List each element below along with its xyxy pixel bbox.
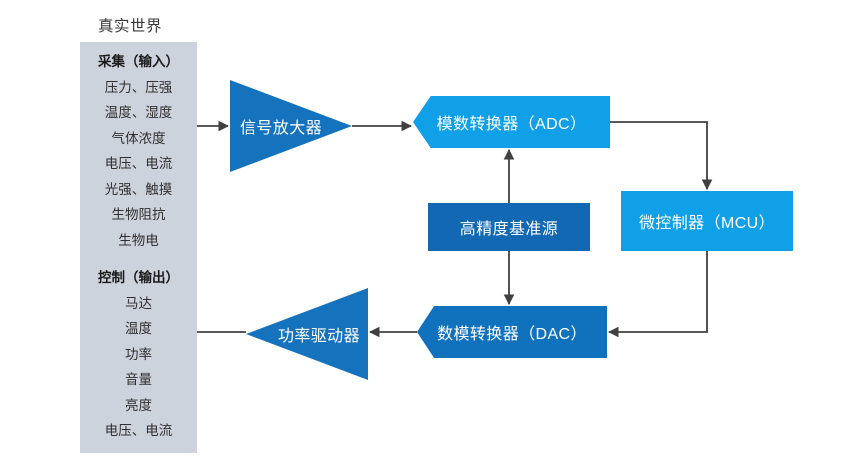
output-item: 温度 [125, 321, 152, 336]
block-signal-amplifier: 信号放大器 [230, 80, 352, 172]
input-item: 压力、压强 [104, 79, 173, 95]
input-group-header: 采集（输入） [98, 54, 179, 69]
output-item: 马达 [125, 295, 152, 311]
block-dac: 数模转换器（DAC） [417, 306, 607, 358]
input-item: 气体浓度 [111, 130, 166, 146]
block-mcu: 微控制器（MCU） [621, 191, 793, 251]
output-group-box: 控制（输出） 马达 温度 功率 音量 亮度 电压、电流 [80, 258, 197, 453]
output-group-header: 控制（输出） [98, 270, 179, 285]
output-item: 音量 [125, 372, 152, 387]
output-item: 亮度 [125, 397, 152, 413]
output-item: 电压、电流 [104, 423, 173, 438]
block-power-driver: 功率驱动器 [246, 288, 368, 380]
wire-adc-to-mcu [610, 121, 713, 191]
input-item: 温度、湿度 [104, 105, 173, 120]
block-adc: 模数转换器（ADC） [413, 96, 610, 148]
output-item: 功率 [125, 346, 152, 362]
input-item: 生物阻抗 [111, 207, 166, 222]
real-world-title: 真实世界 [97, 18, 162, 35]
input-group-box: 采集（输入） 压力、压强 温度、湿度 气体浓度 电压、电流 光强、触摸 生物阻抗… [80, 42, 197, 262]
input-item: 电压、电流 [104, 156, 173, 171]
wire-mcu-to-dac [607, 251, 708, 338]
input-item: 生物电 [118, 232, 159, 248]
input-item: 光强、触摸 [104, 181, 173, 197]
block-reference-source: 高精度基准源 [428, 203, 590, 251]
